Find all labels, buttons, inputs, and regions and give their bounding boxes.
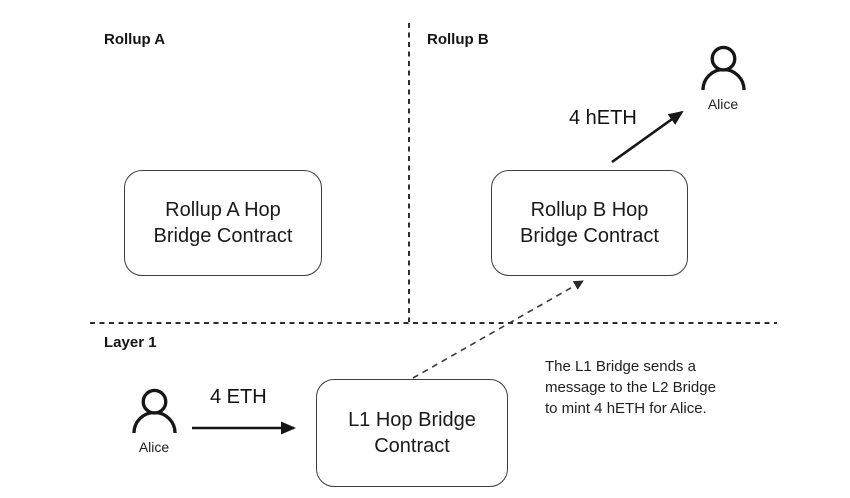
deposit-amount-label: 4 ETH xyxy=(210,386,267,408)
region-label-rollup-b: Rollup B xyxy=(427,31,489,48)
person-icon xyxy=(131,388,177,434)
mint-amount-label: 4 hETH xyxy=(569,107,637,129)
rollup-a-hop-bridge-contract-box: Rollup A Hop Bridge Contract xyxy=(124,170,322,276)
actor-label: Alice xyxy=(707,96,739,112)
region-label-rollup-a: Rollup A xyxy=(104,31,166,48)
actor-alice-layer-1: Alice xyxy=(121,388,187,455)
person-icon xyxy=(700,45,746,91)
rollup-a-box-label: Rollup A Hop Bridge Contract xyxy=(153,199,293,247)
mint-arrow xyxy=(611,110,684,164)
region-label-layer-1: Layer 1 xyxy=(104,334,157,351)
actor-alice-rollup-b: Alice xyxy=(690,45,756,112)
annotation-line: to mint 4 hETH for Alice. xyxy=(545,400,707,417)
l1-box-label: L1 Hop Bridge Contract xyxy=(348,409,476,457)
rollup-b-hop-bridge-contract-box: Rollup B Hop Bridge Contract xyxy=(491,170,688,276)
annotation-text: The L1 Bridge sends a message to the L2 … xyxy=(545,356,716,419)
actor-label: Alice xyxy=(138,439,170,455)
l1-hop-bridge-contract-box: L1 Hop Bridge Contract xyxy=(316,379,508,487)
annotation-line: The L1 Bridge sends a xyxy=(545,358,696,375)
annotation-line: message to the L2 Bridge xyxy=(545,379,716,396)
rollup-b-box-label: Rollup B Hop Bridge Contract xyxy=(520,199,659,247)
